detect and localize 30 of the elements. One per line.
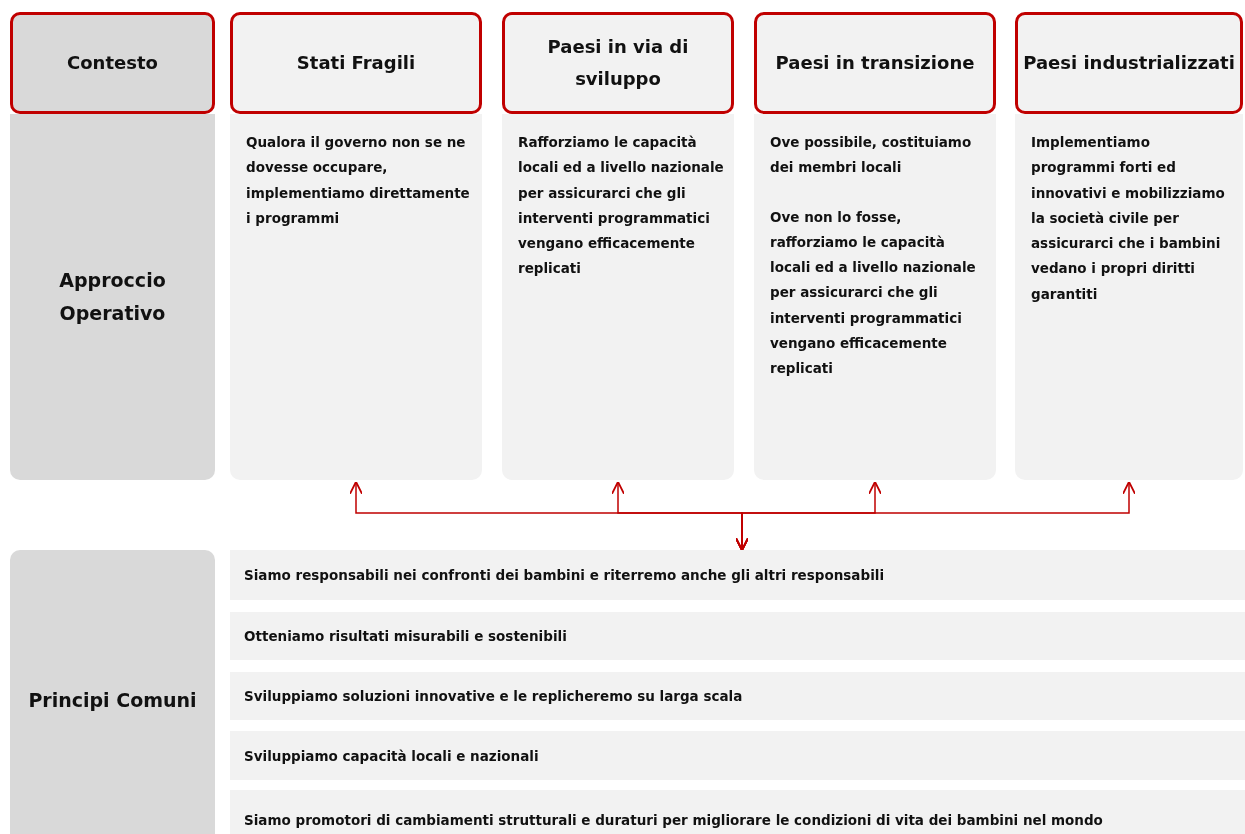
header-box <box>1015 12 1243 114</box>
principle-text: Sviluppiamo capacità locali e nazionali <box>244 746 539 766</box>
header-label: Stati Fragili <box>296 51 416 75</box>
band-label: Principi Comuni <box>28 687 197 713</box>
body-text: Implementiamo programmi forti ed innovativi e mobilizziamo la società civile per assicurarci che i bambini vedano i propri diritti garantiti <box>1031 133 1226 304</box>
header-box <box>230 12 482 114</box>
principle-text: Siamo promotori di cambiamenti strutturali e duraturi per migliorare le condizioni di vita dei bambini nel mondo <box>244 811 1103 830</box>
header-box <box>754 12 996 114</box>
principle-bar <box>230 550 1245 600</box>
header-label: Paesi industrializzati <box>1023 51 1235 75</box>
body-text: Rafforziamo le capacità locali ed a livello nazionale per assicurarci che gli interventi programmatici vengano efficacemente replicati <box>518 133 724 279</box>
column-card <box>502 114 734 480</box>
body-text: Ove possibile, costituiamo dei membri locali <box>770 133 973 178</box>
column-card <box>230 114 482 480</box>
body-text: Qualora il governo non se ne dovesse occupare, implementiamo direttamente i programmi <box>246 133 471 228</box>
body-text: Ove non lo fosse, rafforziamo le capacità locali ed a livello nazionale per assicurarci che gli interventi programmatici vengano efficacemente replicati <box>770 207 977 379</box>
header-label: Paesi in via di sviluppo <box>546 35 690 91</box>
band-label: Approccio Operativo <box>58 268 167 326</box>
header-box <box>10 12 215 114</box>
principle-text: Otteniamo risultati misurabili e sostenibili <box>244 627 567 646</box>
principle-text: Sviluppiamo soluzioni innovative e le replicheremo su larga scala <box>244 687 743 706</box>
header-label: Paesi in transizione <box>775 51 975 75</box>
column-card <box>754 114 996 480</box>
header-label: Contesto <box>67 51 158 75</box>
principle-text: Siamo responsabili nei confronti dei bambini e riterremo anche gli altri responsabili <box>244 566 885 585</box>
row-header-band <box>10 114 215 480</box>
row-header-band <box>10 550 215 834</box>
header-box <box>502 12 734 114</box>
column-card <box>1015 114 1243 480</box>
arrow <box>735 480 1136 552</box>
